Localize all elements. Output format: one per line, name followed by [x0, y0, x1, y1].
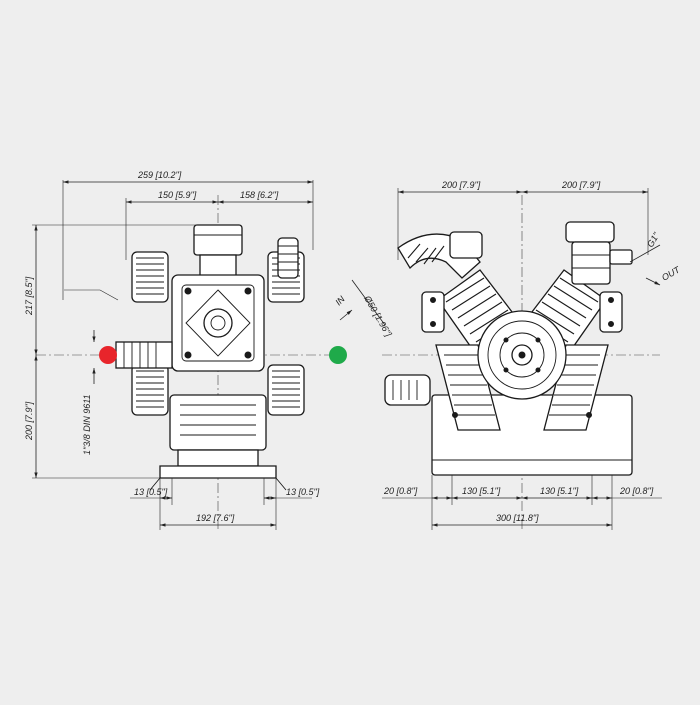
label-overall-base: 300 [11.8"]	[496, 513, 539, 523]
front-crankcase	[149, 394, 287, 491]
label-base-width: 192 [7.6"]	[196, 513, 235, 523]
inlet-dim-line	[351, 279, 386, 326]
side-view: 200 [7.9"] 200 [7.9"] IN Ø50 [1.96"] G1"…	[333, 180, 683, 530]
label-outlet-size: G1"	[645, 230, 662, 249]
label-inlet-diameter: Ø50 [1.96"]	[362, 293, 394, 338]
front-view: 259 [10.2"] 150 [5.9"] 158 [6.2"] 217 [8…	[24, 170, 347, 530]
label-base-edge-right: 20 [0.8"]	[619, 486, 654, 496]
inlet-marker-dot	[99, 346, 117, 364]
thread-leader	[64, 289, 119, 301]
front-top-valve	[193, 224, 299, 279]
side-regulator	[565, 221, 633, 285]
outlet-dim-line	[629, 244, 661, 263]
label-inlet: IN	[333, 294, 347, 308]
label-top-right: 200 [7.9"]	[561, 180, 601, 190]
front-inlet-port	[115, 341, 173, 369]
inlet-arrow	[339, 309, 353, 321]
label-foot-left: 13 [0.5"]	[134, 487, 168, 497]
label-thread: 1"3/8 DIN 9611	[82, 394, 92, 455]
front-lower-cylinders	[131, 364, 305, 416]
label-mount-left: 130 [5.1"]	[462, 486, 501, 496]
label-mount-right: 130 [5.1"]	[540, 486, 579, 496]
label-height-lower: 200 [7.9"]	[24, 401, 34, 441]
label-outlet: OUT	[660, 264, 683, 283]
outlet-arrow	[645, 277, 661, 286]
front-main-body	[171, 274, 265, 372]
outlet-marker-dot	[329, 346, 347, 364]
side-cylinder-heads	[421, 291, 623, 418]
label-height-upper: 217 [8.5"]	[24, 276, 34, 316]
label-foot-right: 13 [0.5"]	[286, 487, 320, 497]
side-inlet-manifold	[397, 231, 483, 279]
label-top-left: 200 [7.9"]	[441, 180, 481, 190]
label-center-to-right: 158 [6.2"]	[240, 190, 279, 200]
side-central-hub	[477, 310, 567, 400]
label-left-to-center: 150 [5.9"]	[158, 190, 197, 200]
label-base-edge-left: 20 [0.8"]	[383, 486, 418, 496]
label-overall-width: 259 [10.2"]	[137, 170, 182, 180]
